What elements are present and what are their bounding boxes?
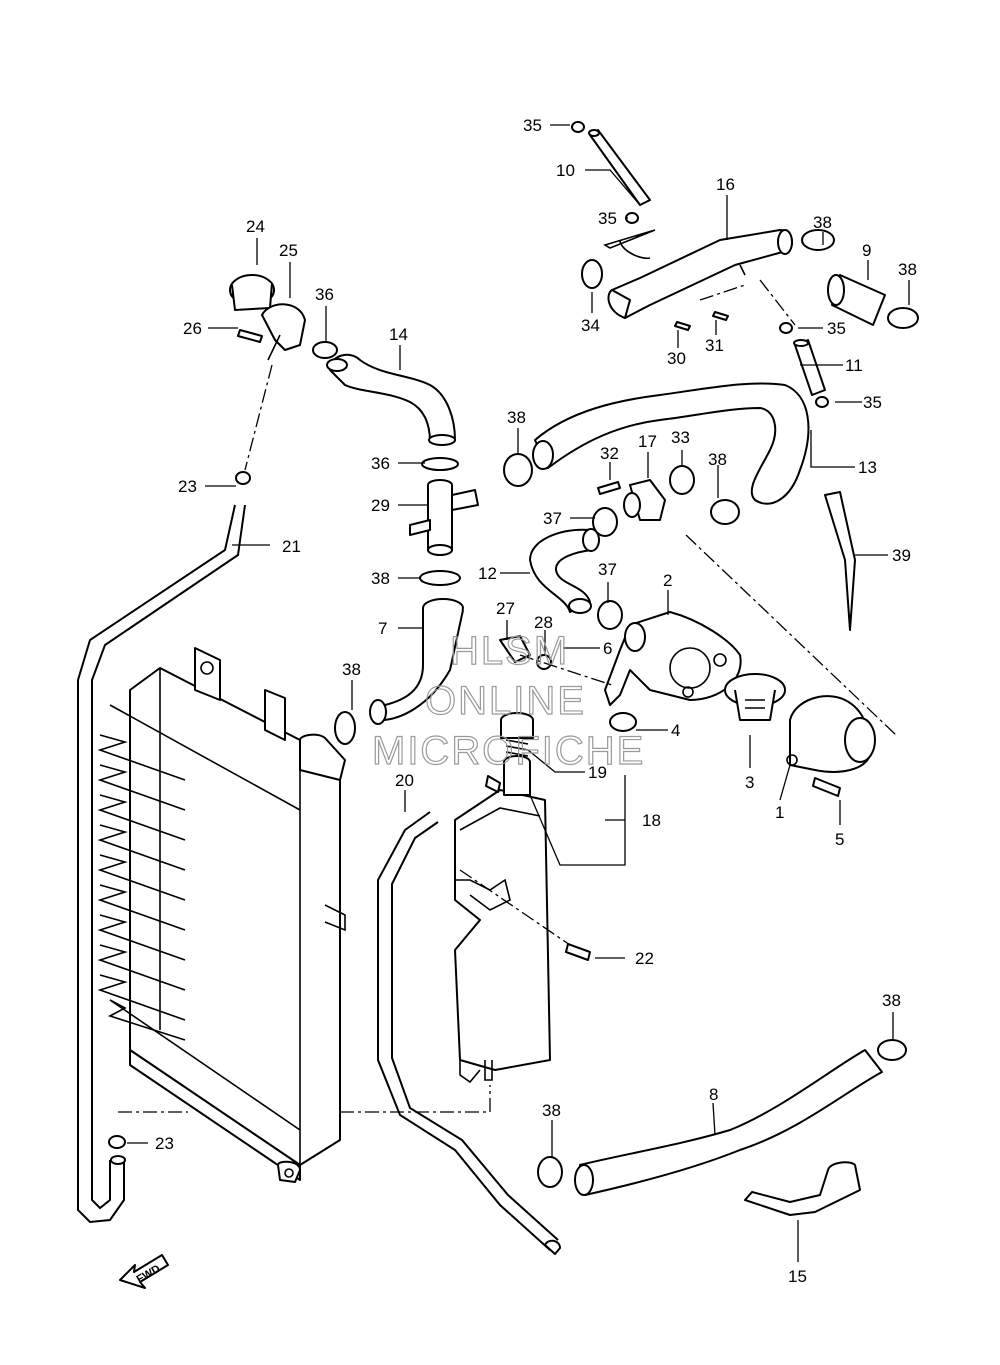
label-20: 20 — [395, 771, 414, 790]
label-17: 17 — [638, 432, 657, 451]
watermark-line3: MICROFICHE — [372, 729, 645, 773]
forward-arrow: FWD — [119, 1254, 169, 1289]
reservoir-cap — [500, 712, 534, 757]
reservoir-tank — [454, 755, 551, 1084]
label-22: 22 — [635, 949, 654, 968]
thermostat-cover — [786, 695, 876, 773]
label-15: 15 — [788, 1267, 807, 1286]
label-38h: 38 — [542, 1101, 561, 1120]
label-2: 2 — [663, 571, 672, 590]
label-10: 10 — [556, 161, 575, 180]
label-18: 18 — [642, 811, 661, 830]
label-35c: 35 — [827, 319, 846, 338]
watermark-line2: ONLINE — [425, 679, 586, 723]
fitting-29 — [409, 479, 479, 556]
radiator-cap — [229, 274, 275, 311]
label-37b: 37 — [598, 560, 617, 579]
hose-11 — [794, 339, 826, 396]
label-8: 8 — [709, 1085, 718, 1104]
hose-10 — [589, 129, 651, 206]
o-ring-34 — [581, 259, 603, 289]
part-labels: 35 10 35 16 38 9 38 24 25 26 36 14 34 30… — [155, 116, 917, 1286]
label-27: 27 — [496, 599, 515, 618]
hose-14 — [326, 353, 456, 446]
watermark-line1: HLSM — [450, 629, 569, 673]
label-26: 26 — [183, 319, 202, 338]
label-7: 7 — [378, 619, 387, 638]
label-16: 16 — [716, 175, 735, 194]
thermostat — [724, 673, 786, 721]
label-36b: 36 — [371, 454, 390, 473]
filler-neck — [261, 303, 306, 361]
label-6: 6 — [603, 639, 612, 658]
label-29: 29 — [371, 496, 390, 515]
label-28: 28 — [534, 613, 553, 632]
label-35b: 35 — [598, 209, 617, 228]
label-5: 5 — [835, 830, 844, 849]
o-ring-33 — [669, 465, 695, 495]
label-38c: 38 — [507, 408, 526, 427]
label-38g: 38 — [882, 991, 901, 1010]
label-32: 32 — [600, 444, 619, 463]
hose-9 — [827, 274, 886, 326]
hose-21 — [77, 504, 236, 1224]
label-38a: 38 — [813, 213, 832, 232]
watermark: HLSM ONLINE MICROFICHE — [371, 628, 645, 773]
hose-13 — [532, 382, 810, 505]
label-4: 4 — [671, 721, 680, 740]
thermostat-housing — [604, 611, 742, 706]
label-11: 11 — [845, 356, 863, 375]
label-3: 3 — [745, 773, 754, 792]
hose-12 — [529, 528, 600, 614]
bracket-15 — [744, 1161, 861, 1216]
label-38d: 38 — [708, 450, 727, 469]
label-36a: 36 — [315, 285, 334, 304]
label-1: 1 — [775, 803, 784, 822]
label-19: 19 — [588, 763, 607, 782]
label-14: 14 — [389, 325, 408, 344]
washer-28 — [536, 654, 552, 670]
label-38f: 38 — [342, 660, 361, 679]
label-34: 34 — [581, 316, 600, 335]
clamps — [108, 121, 919, 1188]
label-9: 9 — [862, 241, 871, 260]
label-33: 33 — [671, 428, 690, 447]
forward-arrow-label: FWD — [135, 1263, 163, 1286]
label-39: 39 — [892, 546, 911, 565]
o-ring-4 — [609, 712, 637, 732]
pipe-16 — [603, 229, 793, 319]
label-38e: 38 — [371, 569, 390, 588]
label-31: 31 — [705, 336, 724, 355]
hose-8 — [574, 1049, 883, 1196]
label-25: 25 — [279, 241, 298, 260]
fitting-17 — [623, 479, 666, 521]
label-37a: 37 — [543, 509, 562, 528]
hose-7 — [369, 598, 464, 725]
radiator — [97, 647, 346, 1183]
label-24: 24 — [246, 217, 265, 236]
reference-lines — [118, 279, 897, 1113]
cable-tie-39 — [824, 491, 856, 631]
label-38b: 38 — [898, 260, 917, 279]
label-35d: 35 — [863, 393, 882, 412]
hose-20 — [377, 811, 551, 1251]
label-13: 13 — [858, 458, 877, 477]
label-12: 12 — [478, 564, 497, 583]
label-35a: 35 — [523, 116, 542, 135]
label-21: 21 — [282, 537, 301, 556]
label-23b: 23 — [155, 1134, 174, 1153]
label-23a: 23 — [178, 477, 197, 496]
label-30: 30 — [667, 349, 686, 368]
leader-lines — [127, 124, 910, 1262]
